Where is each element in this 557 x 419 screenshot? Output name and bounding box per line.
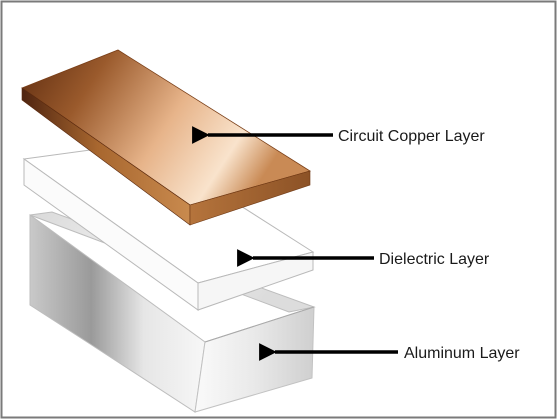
- copper-layer-label: Circuit Copper Layer: [338, 128, 485, 145]
- aluminum-layer-label: Aluminum Layer: [404, 345, 520, 362]
- dielectric-layer-label: Dielectric Layer: [379, 251, 490, 268]
- dielectric-layer: [22, 142, 315, 311]
- copper-layer: [21, 49, 311, 226]
